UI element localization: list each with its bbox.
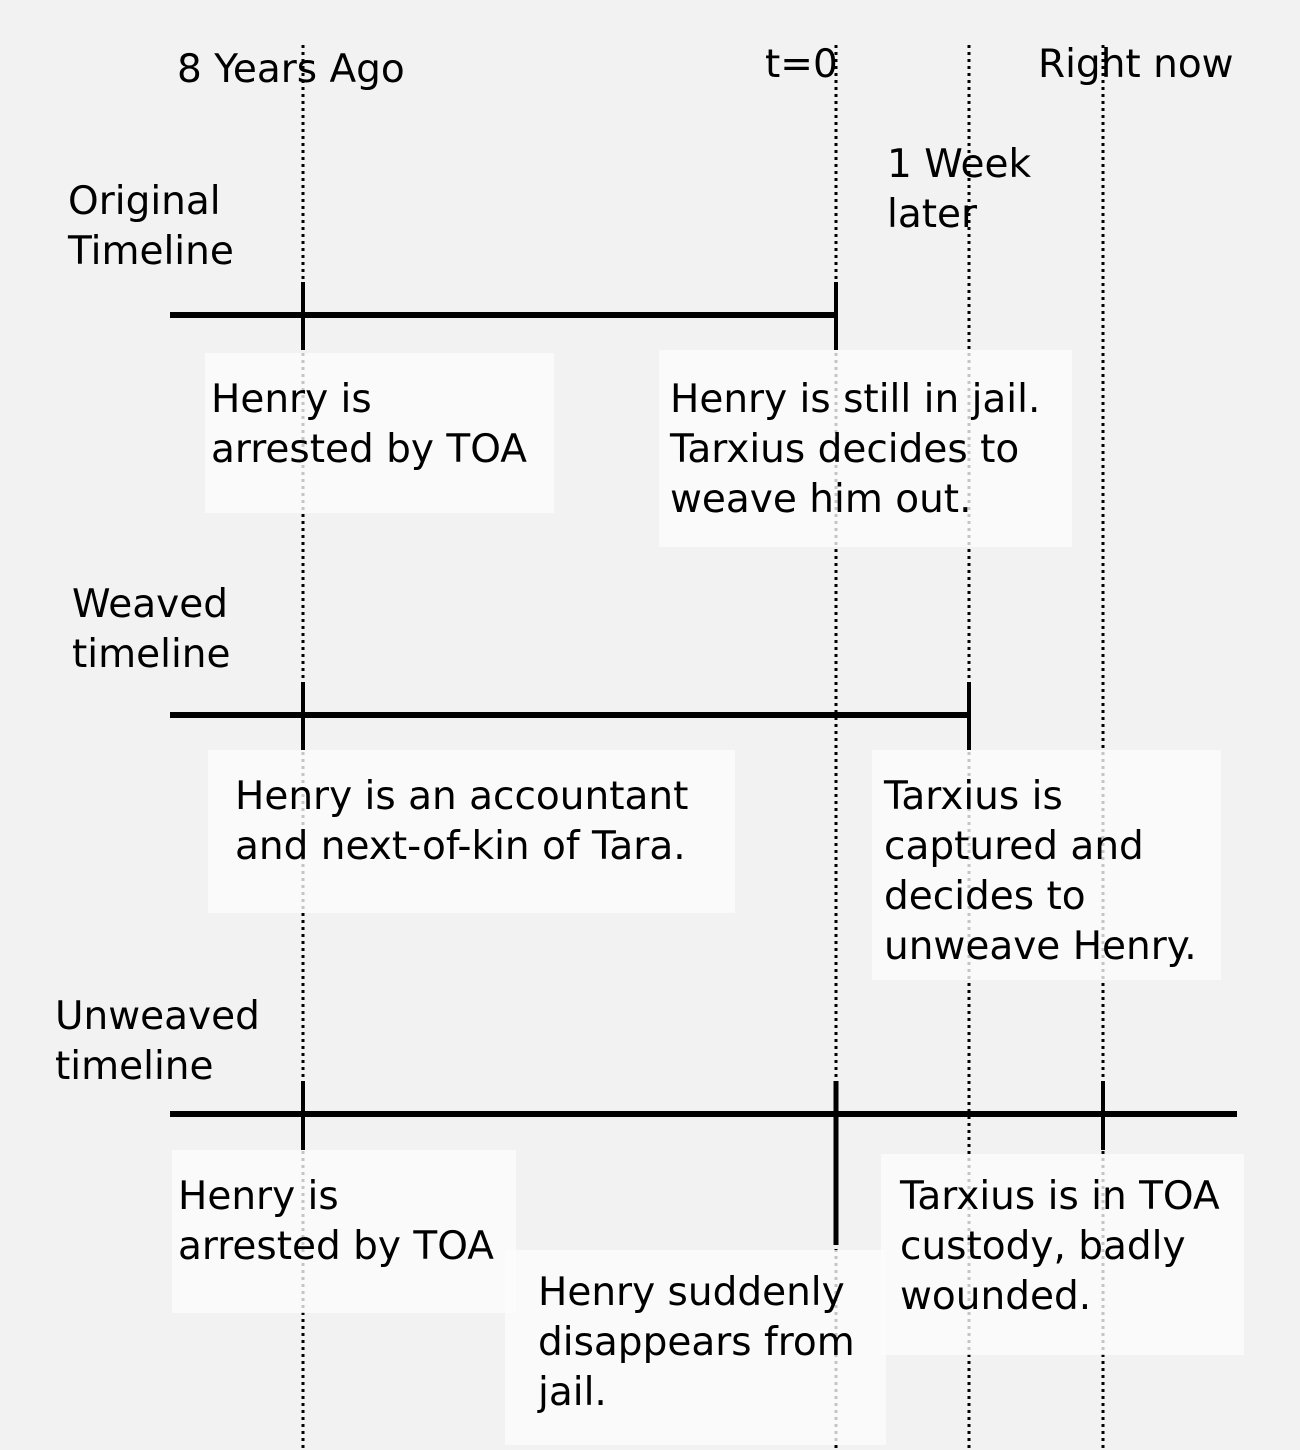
label-right-now: Right now bbox=[1038, 42, 1234, 87]
timeline-name-weaved: Weaved timeline bbox=[72, 582, 231, 677]
event-box-weaved-captured: Tarxius is captured and decides to unwea… bbox=[872, 750, 1221, 980]
label-1-week-later: 1 Week later bbox=[887, 142, 1032, 237]
event-box-unweaved-arrest: Henry is arrested by TOA bbox=[172, 1150, 516, 1313]
label-t-zero: t=0 bbox=[765, 42, 838, 87]
event-box-original-arrest: Henry is arrested by TOA bbox=[205, 353, 554, 513]
event-box-unweaved-disappears: Henry suddenly disappears from jail. bbox=[505, 1250, 886, 1445]
event-box-weaved-accountant: Henry is an accountant and next-of-kin o… bbox=[208, 750, 735, 913]
event-box-unweaved-custody: Tarxius is in TOA custody, badly wounded… bbox=[881, 1154, 1244, 1355]
timeline-name-original: Original Timeline bbox=[68, 179, 234, 274]
event-box-original-still-in-jail: Henry is still in jail. Tarxius decides … bbox=[659, 350, 1072, 547]
timeline-name-unweaved: Unweaved timeline bbox=[55, 994, 260, 1089]
label-8-years-ago: 8 Years Ago bbox=[177, 47, 405, 92]
